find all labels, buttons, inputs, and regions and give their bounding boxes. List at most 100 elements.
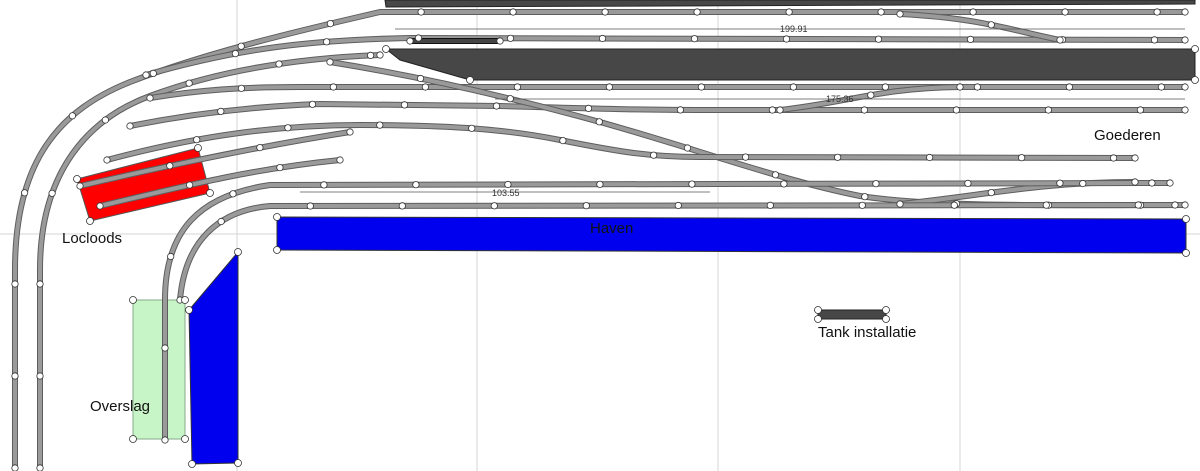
circle-node-icon[interactable]	[406, 37, 414, 45]
corner-handle-icon[interactable]	[129, 296, 137, 304]
buffer-stop-icon[interactable]	[1131, 154, 1139, 162]
circle-node-icon[interactable]	[103, 156, 111, 164]
circle-node-icon[interactable]	[952, 106, 961, 114]
circle-node-icon[interactable]	[68, 112, 77, 120]
circle-node-icon[interactable]	[376, 121, 384, 129]
circle-node-icon[interactable]	[400, 101, 409, 109]
circle-node-icon[interactable]	[36, 464, 44, 471]
circle-node-icon[interactable]	[601, 8, 609, 16]
circle-node-icon[interactable]	[1079, 179, 1087, 188]
corner-handle-icon[interactable]	[1182, 215, 1190, 223]
buffer-stop-icon[interactable]	[1056, 36, 1064, 44]
circle-node-icon[interactable]	[48, 189, 56, 197]
corner-handle-icon[interactable]	[206, 189, 214, 197]
circle-node-icon[interactable]	[329, 83, 337, 91]
corner-handle-icon[interactable]	[814, 315, 822, 323]
circle-node-icon[interactable]	[741, 153, 750, 161]
corner-handle-icon[interactable]	[234, 248, 242, 256]
buffer-stop-icon[interactable]	[1181, 8, 1189, 16]
circle-node-icon[interactable]	[683, 144, 692, 152]
circle-node-icon[interactable]	[142, 71, 150, 79]
circle-node-icon[interactable]	[1150, 36, 1159, 44]
circle-node-icon[interactable]	[326, 58, 334, 66]
circle-node-icon[interactable]	[1056, 179, 1064, 187]
buffer-stop-icon[interactable]	[1166, 179, 1174, 187]
buffer-stop-icon[interactable]	[336, 156, 344, 164]
circle-node-icon[interactable]	[186, 181, 194, 189]
corner-handle-icon[interactable]	[194, 144, 202, 152]
circle-node-icon[interactable]	[690, 35, 699, 43]
track-main-3[interactable]	[149, 85, 1185, 100]
circle-node-icon[interactable]	[193, 136, 201, 144]
track-main-5[interactable]	[106, 122, 1136, 162]
circle-node-icon[interactable]	[605, 83, 614, 91]
circle-node-icon[interactable]	[582, 202, 590, 210]
circle-node-icon[interactable]	[782, 35, 791, 43]
goederen-loading-platform[interactable]	[384, 48, 1196, 81]
circle-node-icon[interactable]	[776, 106, 784, 114]
circle-node-icon[interactable]	[697, 83, 706, 91]
circle-node-icon[interactable]	[161, 344, 169, 352]
circle-node-icon[interactable]	[306, 202, 314, 210]
corner-handle-icon[interactable]	[273, 246, 281, 254]
circle-node-icon[interactable]	[11, 464, 19, 471]
circle-node-icon[interactable]	[308, 100, 317, 108]
corner-handle-icon[interactable]	[1191, 76, 1199, 84]
circle-node-icon[interactable]	[1157, 83, 1166, 91]
corner-handle-icon[interactable]	[86, 217, 94, 225]
circle-node-icon[interactable]	[161, 436, 169, 444]
circle-node-icon[interactable]	[1148, 179, 1156, 187]
circle-node-icon[interactable]	[771, 171, 780, 179]
circle-node-icon[interactable]	[36, 372, 44, 380]
buffer-stop-icon[interactable]	[346, 128, 354, 136]
circle-node-icon[interactable]	[872, 180, 880, 188]
circle-node-icon[interactable]	[421, 83, 429, 91]
circle-node-icon[interactable]	[1061, 8, 1069, 16]
circle-node-icon[interactable]	[509, 8, 517, 16]
circle-node-icon[interactable]	[237, 42, 245, 50]
buffer-stop-icon[interactable]	[1171, 201, 1179, 209]
circle-node-icon[interactable]	[417, 8, 425, 16]
circle-node-icon[interactable]	[166, 162, 174, 170]
circle-node-icon[interactable]	[96, 202, 104, 210]
track-haven-2[interactable]	[178, 203, 1176, 301]
circle-node-icon[interactable]	[785, 8, 793, 16]
track-siding-goederen-curve[interactable]	[779, 85, 961, 112]
circle-node-icon[interactable]	[964, 179, 972, 187]
circle-node-icon[interactable]	[185, 79, 193, 87]
corner-handle-icon[interactable]	[882, 306, 890, 314]
circle-node-icon[interactable]	[595, 118, 603, 126]
corner-handle-icon[interactable]	[129, 435, 137, 443]
circle-node-icon[interactable]	[231, 49, 239, 58]
circle-node-icon[interactable]	[861, 193, 869, 201]
circle-node-icon[interactable]	[36, 280, 44, 288]
overslag-area[interactable]	[132, 299, 186, 440]
circle-node-icon[interactable]	[858, 201, 866, 209]
track-locloods-2[interactable]	[99, 158, 341, 208]
corner-handle-icon[interactable]	[188, 460, 196, 468]
corner-handle-icon[interactable]	[181, 435, 189, 443]
corner-handle-icon[interactable]	[273, 213, 281, 221]
circle-node-icon[interactable]	[322, 38, 331, 46]
circle-node-icon[interactable]	[1065, 83, 1074, 91]
tank-installatie-block[interactable]	[817, 309, 887, 320]
circle-node-icon[interactable]	[688, 180, 696, 188]
buffer-stop-icon[interactable]	[956, 83, 964, 91]
circle-node-icon[interactable]	[506, 34, 515, 42]
circle-node-icon[interactable]	[649, 151, 658, 159]
circle-node-icon[interactable]	[416, 74, 425, 83]
circle-node-icon[interactable]	[237, 84, 245, 92]
circle-node-icon[interactable]	[860, 106, 869, 114]
circle-node-icon[interactable]	[492, 102, 501, 110]
circle-node-icon[interactable]	[559, 137, 567, 145]
corner-handle-icon[interactable]	[185, 306, 193, 314]
circle-node-icon[interactable]	[1153, 8, 1161, 16]
circle-node-icon[interactable]	[167, 252, 175, 261]
circle-node-icon[interactable]	[320, 181, 328, 189]
circle-node-icon[interactable]	[217, 217, 225, 226]
circle-node-icon[interactable]	[229, 190, 237, 198]
circle-node-icon[interactable]	[674, 201, 682, 210]
buffer-stop-icon[interactable]	[376, 51, 384, 59]
buffer-stop-icon[interactable]	[1181, 201, 1189, 209]
